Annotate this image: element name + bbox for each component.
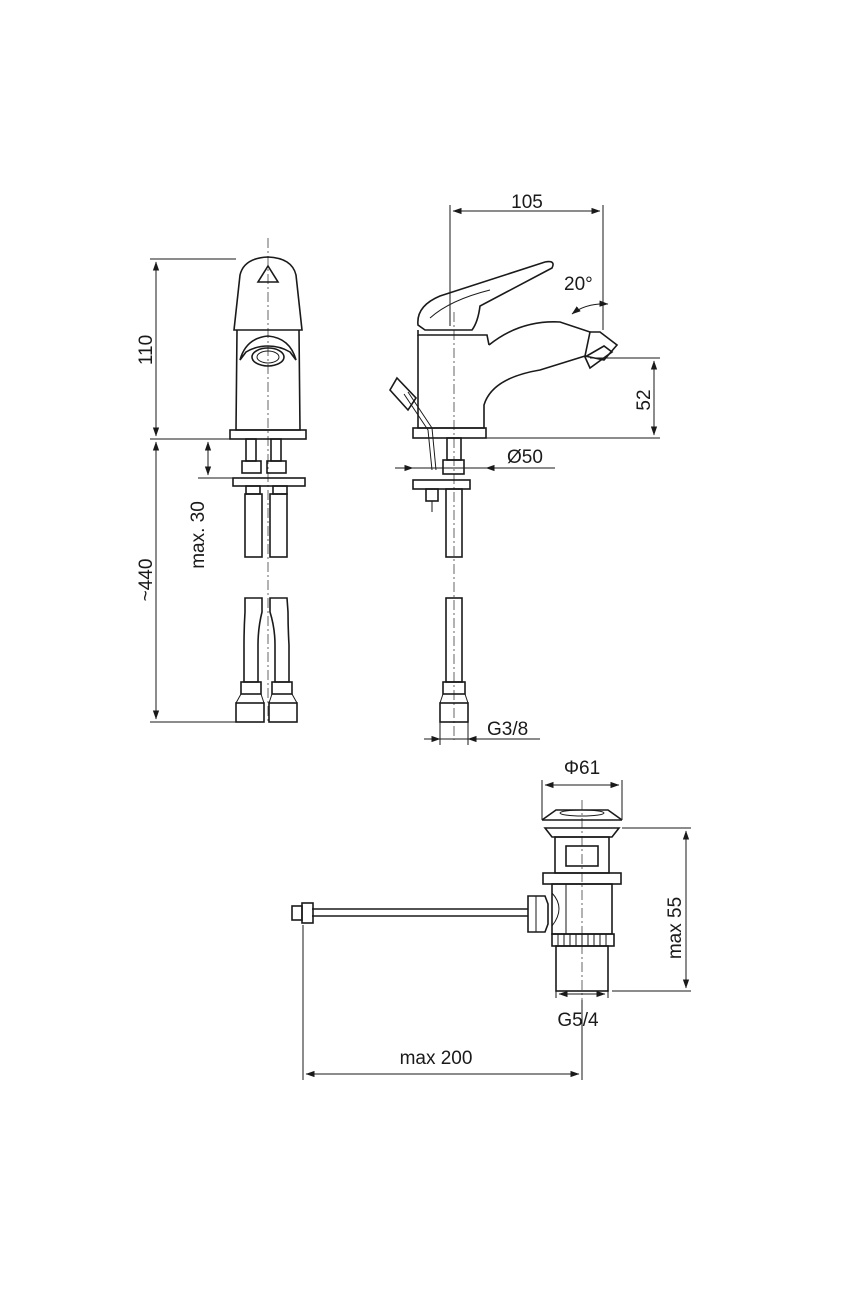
label-105: 105 — [511, 192, 543, 213]
side-base-plate — [412, 427, 487, 439]
hose-lower-left — [243, 597, 263, 683]
waste-dimensions — [302, 780, 691, 1080]
label-g54: G5/4 — [557, 1010, 599, 1031]
popup-waste-assembly — [291, 800, 623, 1000]
faucet-front-view — [229, 238, 307, 723]
base-plate — [229, 429, 307, 440]
front-view-dimensions — [150, 258, 236, 723]
nut-right — [266, 460, 287, 474]
side-mounting-bracket — [412, 479, 471, 490]
spout-front — [239, 335, 297, 361]
label-max-30: max. 30 — [188, 501, 209, 569]
side-hose-upper — [445, 488, 463, 558]
label-52: 52 — [634, 389, 655, 410]
hose-upper-right — [269, 493, 288, 558]
aerator — [251, 347, 285, 367]
popup-knob — [389, 376, 418, 412]
spout-side — [417, 321, 591, 429]
nut-left — [241, 460, 262, 474]
waste-knurled-ring — [551, 933, 615, 947]
side-aerator — [583, 345, 614, 370]
faucet-side-view — [389, 260, 619, 740]
label-440: ~440 — [136, 559, 157, 602]
waste-flange — [543, 827, 621, 838]
hose-upper-left — [244, 493, 263, 558]
label-g38: G3/8 — [487, 719, 528, 740]
lever-cap — [233, 256, 303, 331]
hose-lower-right — [269, 597, 290, 683]
label-max-55: max 55 — [665, 897, 686, 959]
mounting-bracket — [232, 477, 306, 487]
fitting-left — [235, 702, 265, 723]
side-view-dimensions — [395, 205, 660, 745]
rod-clip — [291, 905, 303, 921]
side-fitting — [439, 702, 469, 723]
label-dia-61: Φ61 — [564, 758, 600, 779]
label-20-deg: 20° — [564, 274, 593, 295]
label-dia-50: Ø50 — [507, 447, 543, 468]
spout-tip — [584, 331, 619, 361]
dim-arc-20 — [571, 300, 609, 315]
lever-handle — [417, 260, 554, 331]
label-max-200: max 200 — [400, 1048, 473, 1069]
lever-logo — [256, 264, 280, 283]
rod-connector — [527, 895, 549, 933]
label-110: 110 — [136, 335, 157, 365]
fitting-right — [268, 702, 298, 723]
